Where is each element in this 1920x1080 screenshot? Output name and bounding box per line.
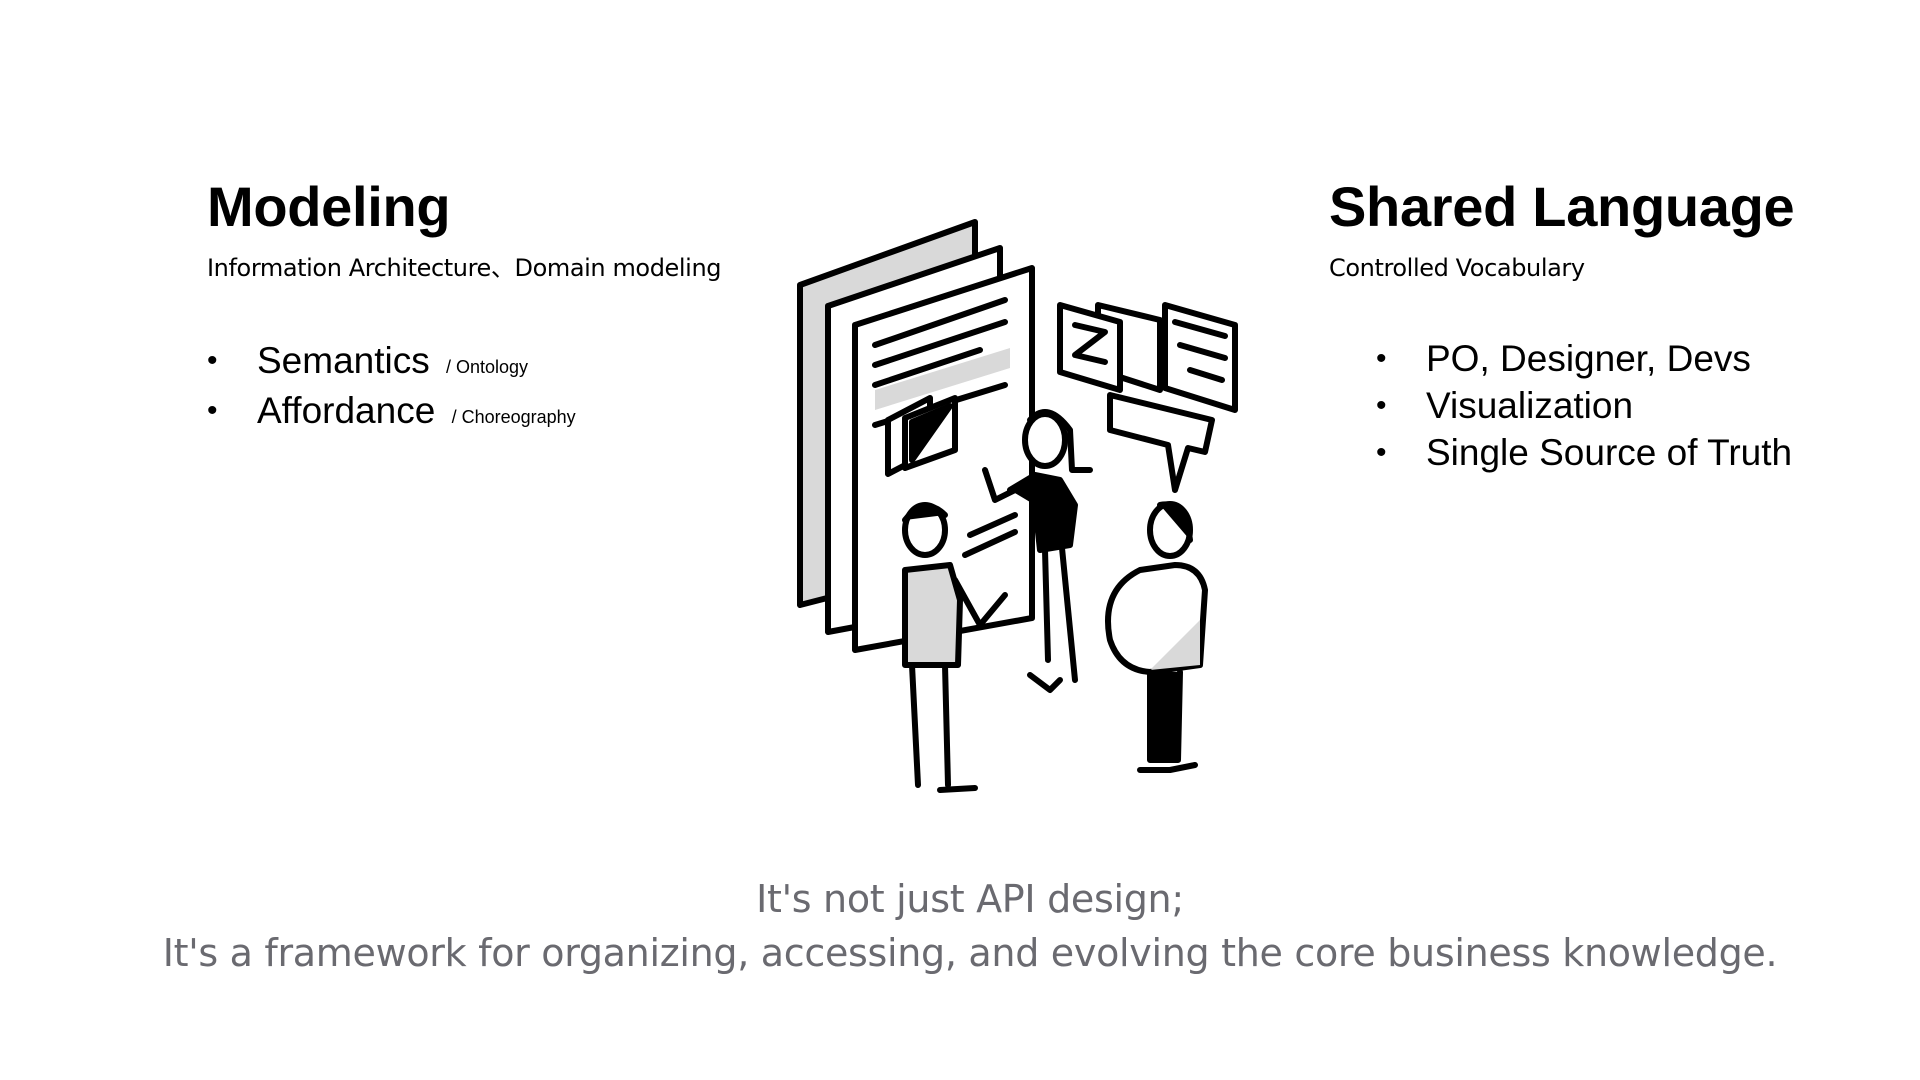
speech-bubbles: [1057, 302, 1238, 493]
bullet-label: Visualization: [1426, 385, 1634, 426]
bullet-affordance: • Affordance / Choreography: [207, 389, 767, 439]
shared-language-section: Shared Language Controlled Vocabulary • …: [1329, 175, 1889, 476]
modeling-subtitle: Information Architecture、Domain modeling: [207, 254, 722, 282]
bullet-dot: •: [207, 344, 218, 377]
man-left-figure: [902, 502, 1008, 793]
bullet-label: Single Source of Truth: [1426, 432, 1793, 473]
bullet-single-source: • Single Source of Truth: [1376, 429, 1889, 476]
bullet-dot: •: [1376, 436, 1387, 469]
bullet-visualization: • Visualization: [1376, 382, 1889, 429]
shared-language-title: Shared Language: [1329, 175, 1795, 238]
bullet-semantics: • Semantics / Ontology: [207, 339, 767, 389]
bullet-label: PO, Designer, Devs: [1426, 338, 1751, 379]
footer-line-2: It's a framework for organizing, accessi…: [162, 931, 1778, 975]
bullet-note: / Ontology: [446, 357, 529, 377]
team-whiteboard-illustration: [797, 219, 1238, 793]
woman-figure: [982, 409, 1093, 693]
shared-language-subtitle: Controlled Vocabulary: [1329, 254, 1585, 282]
document-panels: [797, 219, 1035, 653]
bullet-note: / Choreography: [451, 407, 576, 427]
modeling-title: Modeling: [207, 175, 451, 238]
shared-language-bullet-list: • PO, Designer, Devs • Visualization • S…: [1376, 335, 1889, 476]
modeling-bullet-list: • Semantics / Ontology • Affordance / Ch…: [207, 339, 767, 439]
footer-line-1: It's not just API design;: [756, 877, 1184, 921]
bullet-dot: •: [1376, 342, 1387, 375]
modeling-section: Modeling Information Architecture、Domain…: [207, 175, 767, 439]
bullet-dot: •: [1376, 389, 1387, 422]
man-right-figure: [1105, 501, 1208, 773]
bullet-po-designer-devs: • PO, Designer, Devs: [1376, 335, 1889, 382]
footer-tagline: It's not just API design; It's a framewo…: [0, 872, 1920, 980]
bullet-label: Affordance: [257, 390, 436, 431]
bullet-label: Semantics: [257, 340, 430, 381]
bullet-dot: •: [207, 394, 218, 427]
